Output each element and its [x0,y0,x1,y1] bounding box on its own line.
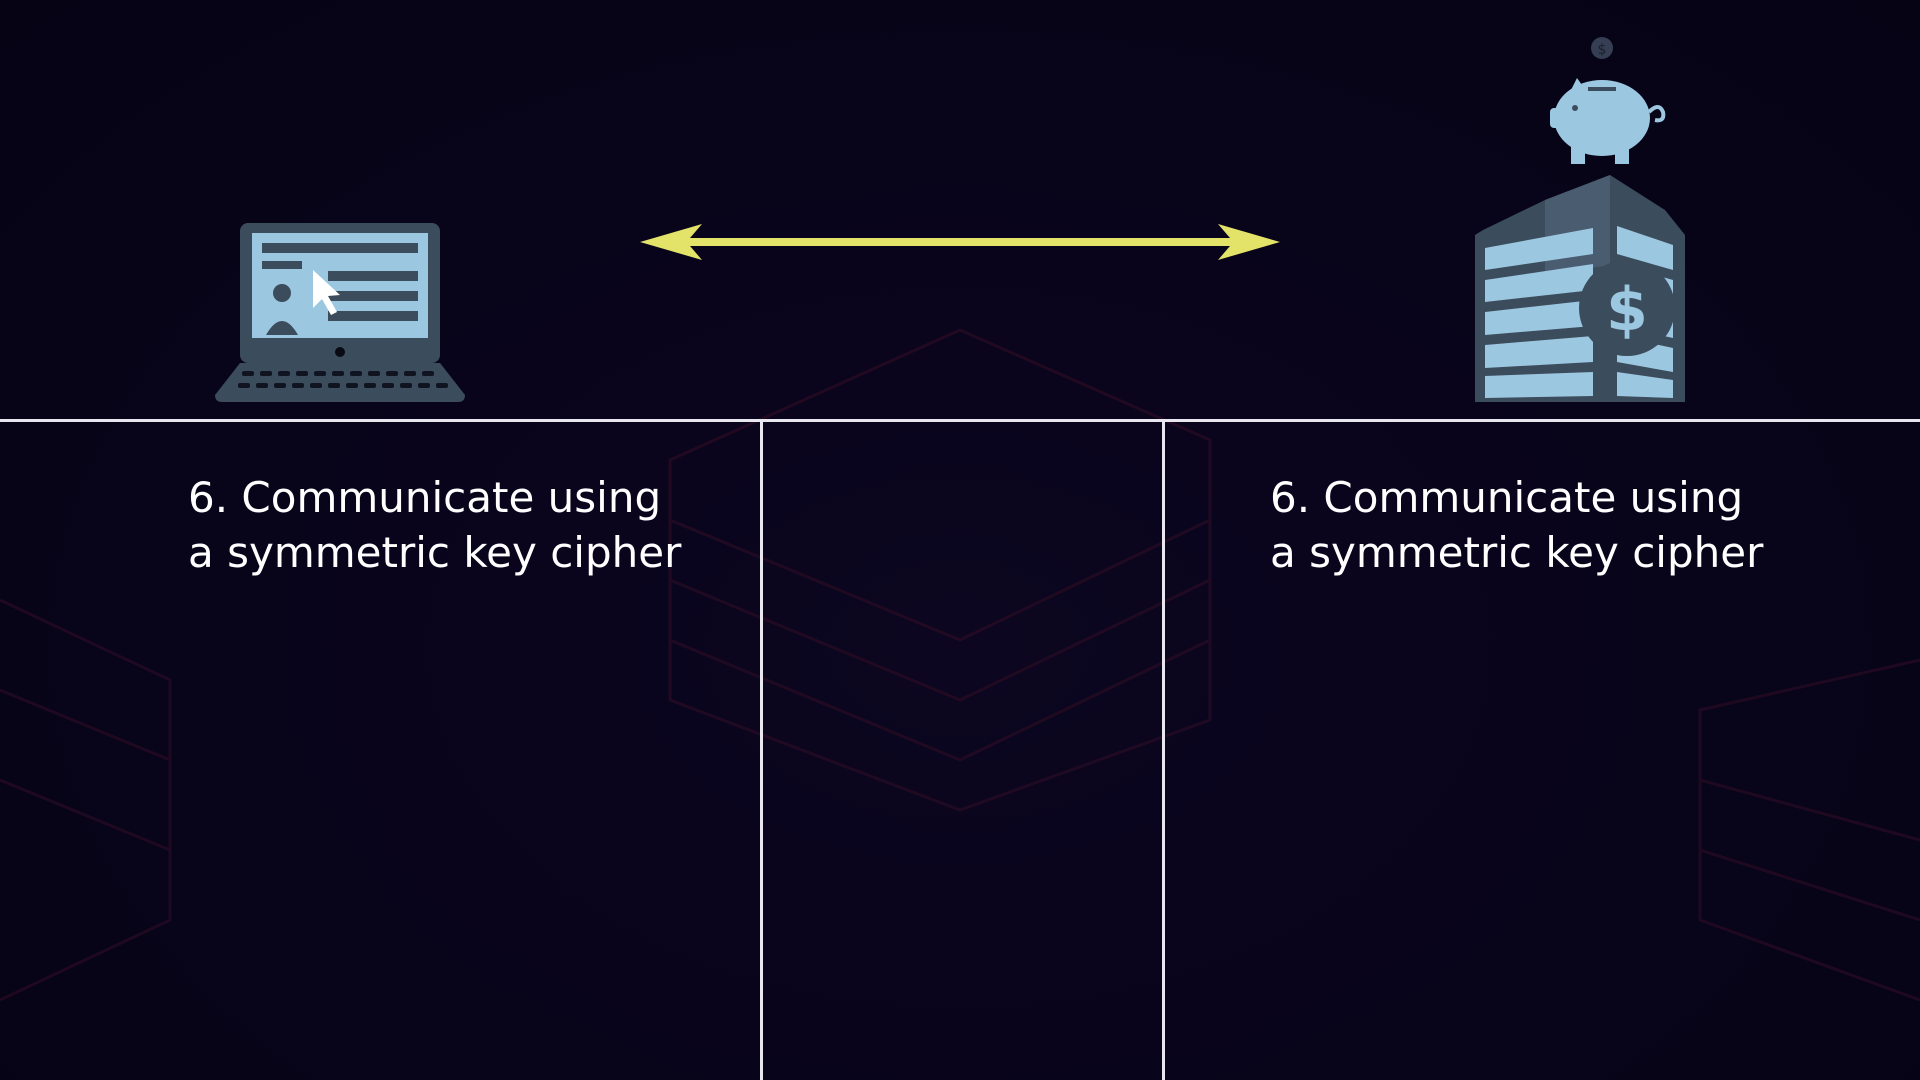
server-step-line-1: 6. Communicate using [1270,473,1744,522]
client-step-caption: 6. Communicate using a symmetric key cip… [188,470,748,580]
left-column-divider [760,422,763,1080]
client-step-line-2: a symmetric key cipher [188,528,682,577]
svg-text:$: $ [1598,42,1607,58]
svg-text:$: $ [1606,275,1648,345]
client-step-line-1: 6. Communicate using [188,473,662,522]
piggy-bank-icon: $ [1550,37,1666,164]
horizontal-divider [0,419,1920,422]
server-step-line-2: a symmetric key cipher [1270,528,1764,577]
laptop-icon [215,223,465,402]
double-arrow-icon [640,224,1280,260]
server-step-caption: 6. Communicate using a symmetric key cip… [1270,470,1830,580]
bank-building-icon: $ $ [1475,37,1685,402]
right-column-divider [1162,422,1165,1080]
